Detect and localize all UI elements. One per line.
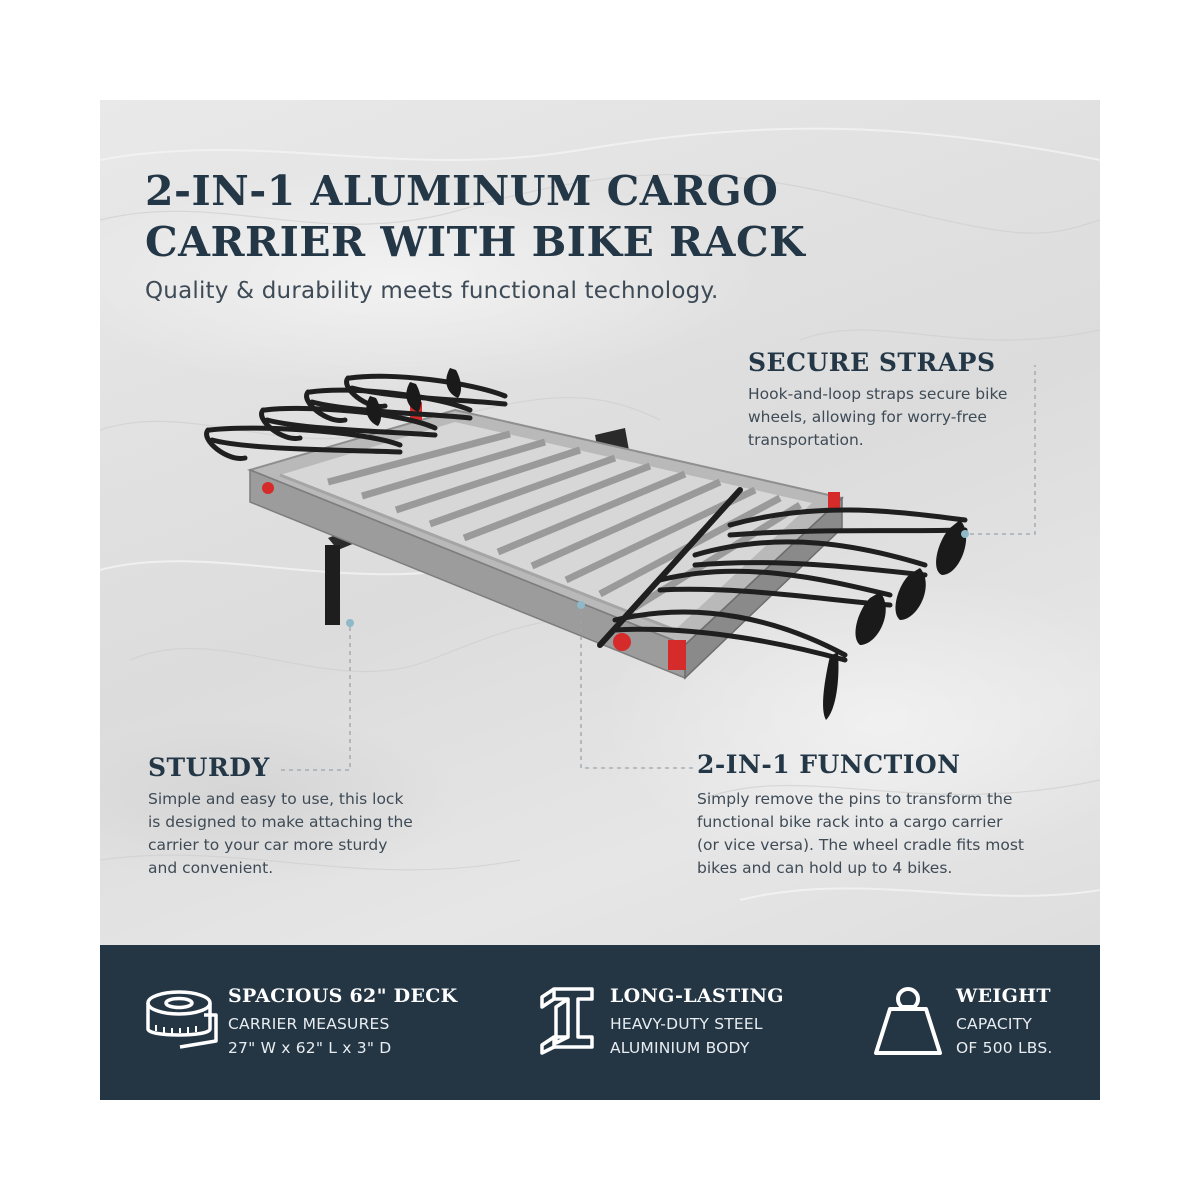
spec-long-lasting-line2: ALUMINIUM BODY (610, 1039, 750, 1057)
spec-long-lasting-line1: HEAVY-DUTY STEEL (610, 1015, 763, 1033)
function-description: Simply remove the pins to transform the … (697, 790, 1024, 877)
spec-weight: WEIGHT CAPACITY OF 500 LBS. (872, 945, 1072, 1100)
spec-long-lasting: LONG-LASTING HEAVY-DUTY STEEL ALUMINIUM … (536, 945, 826, 1100)
spec-weight-line2: OF 500 LBS. (956, 1039, 1053, 1057)
title-line-2: CARRIER WITH BIKE RACK (145, 218, 806, 266)
spec-deck-line2: 27" W x 62" L x 3" D (228, 1039, 392, 1057)
sturdy-description: Simple and easy to use, this lock is des… (148, 790, 413, 877)
spec-deck: SPACIOUS 62" DECK CARRIER MEASURES 27" W… (144, 945, 474, 1100)
secure-straps-title: SECURE STRAPS (748, 348, 996, 377)
steel-beam-icon (540, 987, 594, 1055)
spec-deck-line1: CARRIER MEASURES (228, 1015, 390, 1033)
function-title: 2-IN-1 FUNCTION (697, 750, 961, 779)
secure-straps-description: Hook-and-loop straps secure bike wheels,… (748, 385, 1008, 449)
sturdy-title: STURDY (148, 753, 270, 782)
weight-icon (874, 987, 942, 1055)
spec-weight-title: WEIGHT (956, 985, 1051, 1007)
spec-long-lasting-title: LONG-LASTING (610, 985, 784, 1007)
tape-measure-icon (146, 990, 218, 1049)
page-subtitle: Quality & durability meets functional te… (145, 278, 719, 304)
spec-deck-title: SPACIOUS 62" DECK (228, 985, 458, 1007)
spec-weight-line1: CAPACITY (956, 1015, 1033, 1033)
specs-footer: SPACIOUS 62" DECK CARRIER MEASURES 27" W… (100, 945, 1100, 1100)
page-title: 2-IN-1 ALUMINUM CARGO CARRIER WITH BIKE … (145, 166, 925, 268)
infographic-panel: 2-IN-1 ALUMINUM CARGO CARRIER WITH BIKE … (100, 100, 1100, 1100)
marble-background (100, 127, 1100, 901)
title-line-1: 2-IN-1 ALUMINUM CARGO (145, 167, 779, 215)
